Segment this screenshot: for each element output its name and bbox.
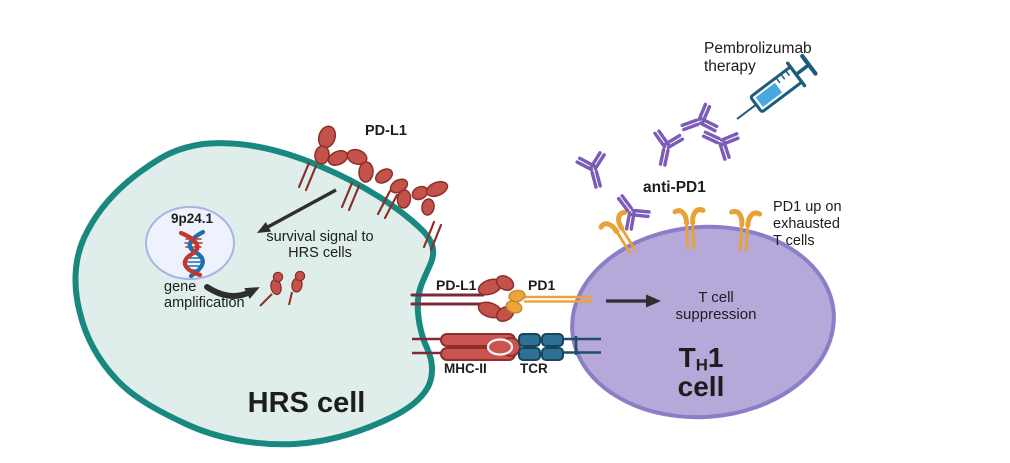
th1-h: H xyxy=(695,355,708,375)
gene-amplification-label: gene amplification xyxy=(164,279,245,311)
t-cell-ellipse xyxy=(570,224,836,420)
pdl1-pd1-synapse xyxy=(410,275,592,322)
survival-signal-arrow xyxy=(257,188,337,233)
hrs-cell-label: HRS cell xyxy=(247,387,366,419)
dna-helix-icon xyxy=(178,229,206,279)
anti-pd1-label: anti-PD1 xyxy=(643,179,706,196)
tcr-label: TCR xyxy=(520,361,548,376)
free-pdl1-molecules xyxy=(259,270,306,307)
mhc2-label: MHC-II xyxy=(444,361,487,376)
pdl1-receptor-icon xyxy=(297,125,449,252)
pdl1-membrane-label: PD-L1 xyxy=(365,123,407,139)
pd1-receptor-icon xyxy=(598,207,763,255)
pd1-synapse-label: PD1 xyxy=(528,277,556,293)
tcr-complex-icon xyxy=(518,333,601,361)
syringe-icon xyxy=(736,53,818,120)
gene-amplification-arrow xyxy=(204,284,260,299)
th1-cell-word: cell xyxy=(677,370,725,402)
pd1-exhausted-label: PD1 up on exhausted T cells xyxy=(773,199,842,250)
t-cell-suppression-label: T cell suppression xyxy=(675,289,757,324)
pembrolizumab-therapy-label: Pembrolizumab therapy xyxy=(704,40,812,75)
gene-locus-label: 9p24.1 xyxy=(170,211,214,226)
th1-t: T xyxy=(678,342,696,373)
pdl1-synapse-label: PD-L1 xyxy=(436,277,477,293)
th1-1: 1 xyxy=(707,342,724,373)
t-suppression-arrow xyxy=(606,294,661,308)
mhc2-complex-icon xyxy=(412,333,521,361)
survival-signal-label: survival signal to HRS cells xyxy=(266,229,374,262)
antibody-icon xyxy=(575,102,740,231)
